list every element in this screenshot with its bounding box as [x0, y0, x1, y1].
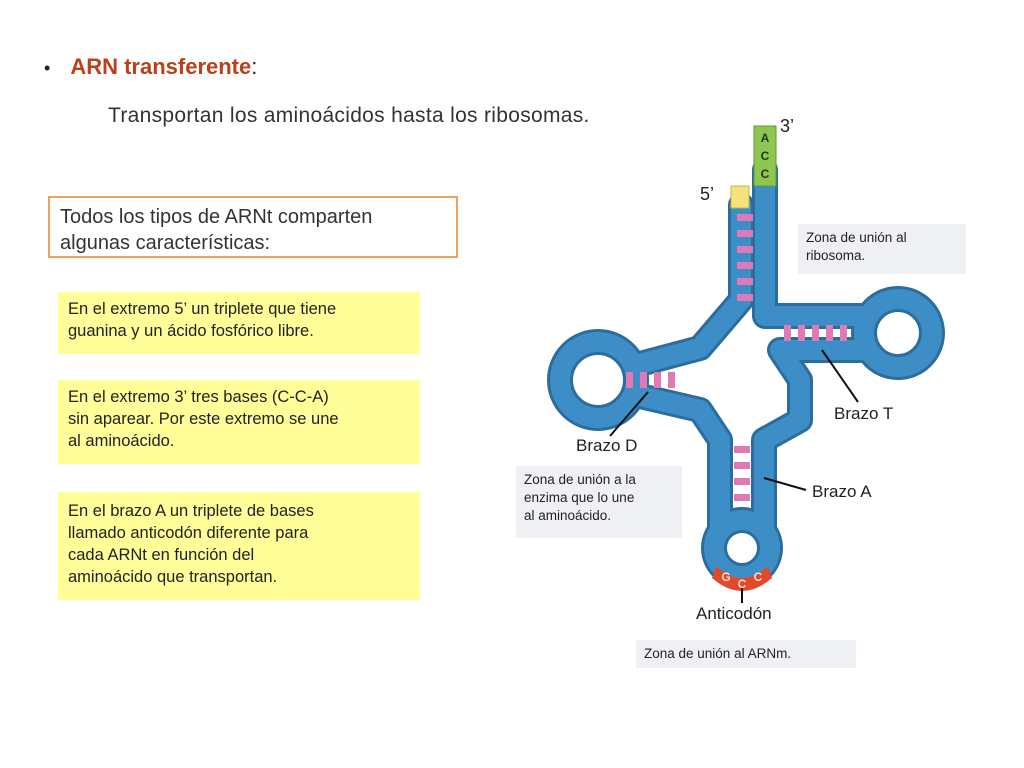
- pointer-brazo-t: [821, 349, 859, 403]
- subtitle: Transportan los aminoácidos hasta los ri…: [108, 104, 590, 127]
- base-pairs-t-arm: [784, 325, 847, 341]
- label-anticodon: Anticodón: [696, 604, 772, 623]
- anticodon-letter: C: [754, 570, 763, 584]
- trna-strand: [550, 160, 942, 586]
- anticodon-region: [712, 566, 772, 591]
- title-text: ARN transferente: [70, 54, 252, 79]
- pointer-brazo-a: [763, 477, 807, 491]
- info-box-5-prime: En el extremo 5’ un triplete que tiene g…: [58, 292, 420, 354]
- label-brazo-t: Brazo T: [834, 404, 894, 423]
- base-pairs-d-arm: [626, 372, 675, 388]
- zone-enzima: Zona de unión a la enzima que lo une al …: [516, 466, 682, 538]
- label-brazo-a: Brazo A: [812, 482, 872, 501]
- base-pairs-acceptor: [737, 214, 753, 301]
- zone-ribosoma: Zona de unión al ribosoma.: [798, 224, 966, 274]
- label-5-prime: 5’: [700, 184, 715, 204]
- acceptor-letter: A: [761, 131, 770, 145]
- pointer-brazo-d: [609, 391, 649, 437]
- title-colon: :: [251, 54, 258, 79]
- label-brazo-d: Brazo D: [576, 436, 638, 455]
- base-pairs-a-arm: [734, 446, 750, 501]
- acceptor-stem-3-prime: [753, 125, 777, 187]
- info-box-anticodon: En el brazo A un triplete de bases llama…: [58, 492, 420, 600]
- zone-arnm: Zona de unión al ARNm.: [636, 640, 856, 668]
- label-3-prime: 3’: [780, 116, 795, 136]
- slide-title: • ARN transferente:: [44, 54, 257, 80]
- anticodon-letter: C: [738, 577, 747, 591]
- five-prime-end: [730, 185, 750, 209]
- acceptor-letter: C: [761, 149, 770, 163]
- intro-box: Todos los tipos de ARNt comparten alguna…: [48, 196, 458, 258]
- anticodon-letter: G: [721, 570, 730, 584]
- acceptor-letter: C: [761, 167, 770, 181]
- info-box-3-prime: En el extremo 3’ tres bases (C-C-A) sin …: [58, 380, 420, 464]
- bullet-icon: •: [44, 58, 51, 78]
